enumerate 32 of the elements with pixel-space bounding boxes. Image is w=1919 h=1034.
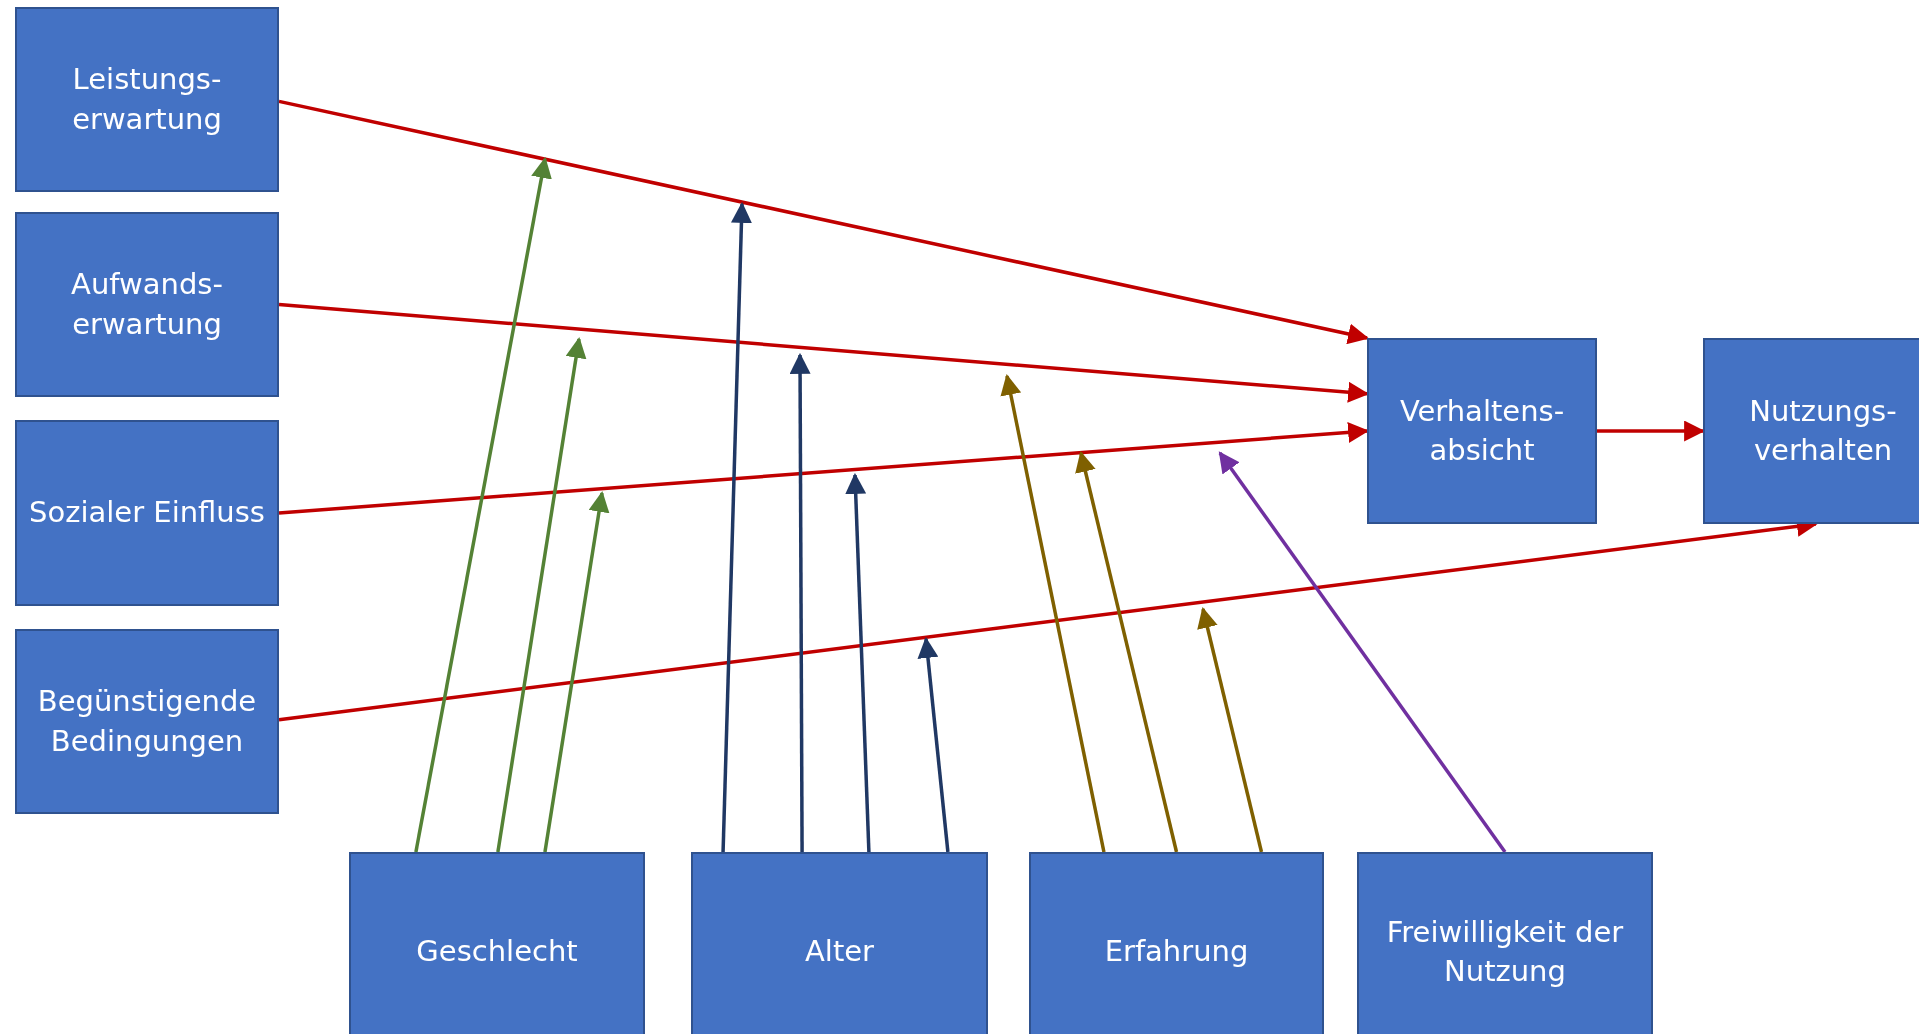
arrow (278, 99, 1370, 345)
construct-box (1357, 852, 1653, 1034)
construct-box (15, 7, 279, 192)
box-label: Verhaltens- absicht (1398, 392, 1566, 469)
box-label: Freiwilligkeit der Nutzung (1385, 913, 1625, 990)
construct-box (1703, 338, 1919, 524)
arrow (496, 336, 587, 853)
box-label: Geschlecht (416, 933, 578, 971)
arrow (1075, 450, 1179, 853)
arrow (721, 201, 752, 853)
arrow (543, 490, 610, 853)
arrow (845, 472, 871, 853)
box-label: Sozialer Einfluss (29, 494, 265, 532)
arrow (1197, 606, 1264, 853)
construct-box (691, 852, 988, 1034)
box-label: Begünstigende Bedingungen (36, 683, 258, 760)
construct-box (349, 852, 645, 1034)
construct-box (15, 629, 279, 814)
box-label: Nutzungs- verhalten (1748, 392, 1898, 469)
box-label: Aufwands- erwartung (70, 266, 224, 343)
arrow (414, 156, 552, 853)
construct-box (1367, 338, 1597, 524)
box-label: Erfahrung (1104, 933, 1249, 971)
arrow (789, 352, 811, 852)
construct-box (15, 212, 279, 397)
construct-box (15, 420, 279, 606)
arrow (1218, 451, 1507, 853)
arrow (1000, 373, 1106, 853)
arrow (917, 636, 950, 853)
box-label: Leistungs- erwartung (71, 61, 223, 138)
construct-box (1029, 852, 1324, 1034)
box-label: Alter (805, 933, 874, 971)
